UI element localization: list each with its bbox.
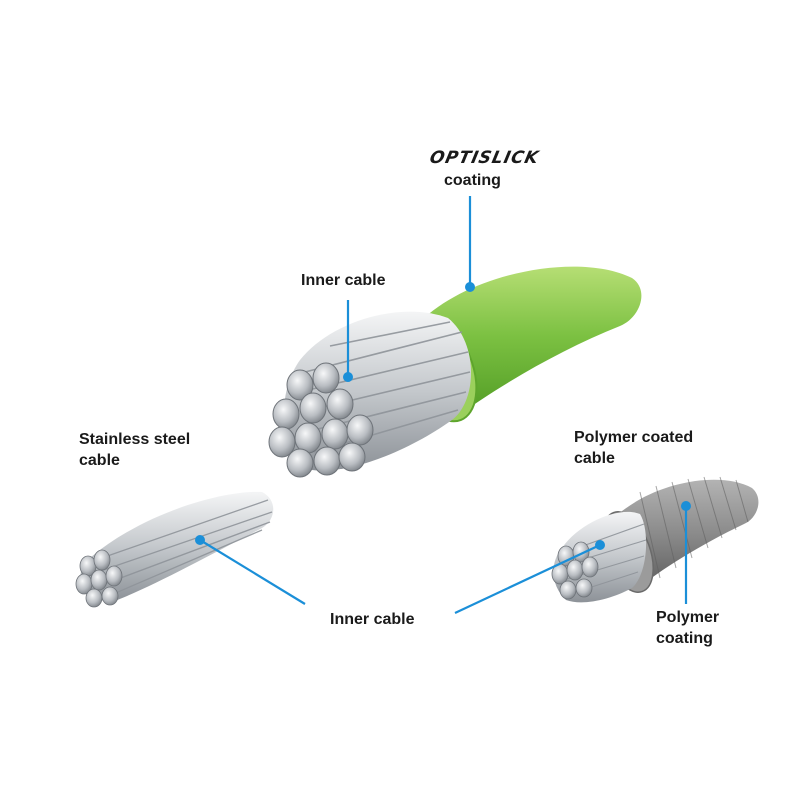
polymer-coated-cable xyxy=(551,476,759,603)
stainless-steel-label-line1: Stainless steel xyxy=(79,431,191,448)
stainless-steel-cable xyxy=(75,491,274,608)
polymer-wire-ends xyxy=(551,541,599,600)
polymer-coated-label-line2: cable xyxy=(574,450,615,467)
inner-cable-top-label: Inner cable xyxy=(301,272,386,289)
stainless-wire-ends xyxy=(75,549,123,608)
optislick-coating-label: coating xyxy=(444,172,501,189)
callout-inner-cable-right xyxy=(454,540,605,614)
inner-cable-bottom-label: Inner cable xyxy=(330,611,415,628)
polymer-coating-label-line1: Polymer xyxy=(656,609,720,626)
optislick-wire-ends xyxy=(268,362,374,478)
optislick-cable xyxy=(268,266,642,478)
stainless-steel-label-line2: cable xyxy=(79,452,120,469)
callout-polymer-coating xyxy=(681,501,691,604)
callout-optislick-coating xyxy=(465,196,475,292)
callouts xyxy=(195,196,691,614)
callout-inner-cable-left xyxy=(195,535,306,605)
optislick-brand-label: OPTISLICK xyxy=(427,148,542,168)
polymer-coated-label-line1: Polymer coated xyxy=(574,429,694,446)
polymer-coating-label-line2: coating xyxy=(656,630,713,647)
callout-inner-cable-top xyxy=(343,300,353,382)
